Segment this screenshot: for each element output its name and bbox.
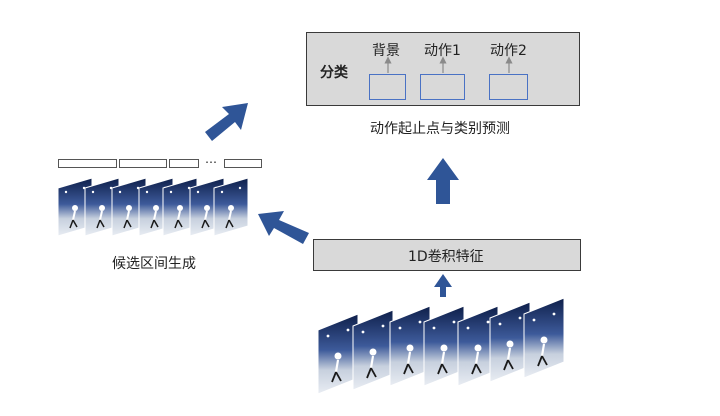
input-frame-stack [316, 296, 566, 396]
head-box-action2 [489, 74, 528, 100]
arrow-proposals-to-classification [205, 103, 248, 141]
conv-feature-label: 1D卷积特征 [408, 249, 484, 265]
prediction-caption: 动作起止点与类别预测 [370, 121, 510, 137]
conv-feature-box [313, 239, 581, 271]
proposal-segment-3 [169, 159, 199, 168]
classification-label: 分类 [320, 65, 348, 81]
arrow-conv-to-prediction [427, 158, 459, 204]
head-label-background: 背景 [372, 43, 400, 59]
proposal-segment-4 [224, 159, 262, 168]
proposal-caption: 候选区间生成 [112, 256, 196, 272]
head-label-action2: 动作2 [490, 43, 527, 59]
proposal-frame-stack [57, 177, 249, 237]
proposal-segment-1 [58, 159, 117, 168]
head-label-action1: 动作1 [424, 43, 461, 59]
arrow-conv-to-proposals [258, 211, 309, 244]
head-box-action1 [420, 74, 465, 100]
head-box-background [369, 74, 406, 100]
proposal-segment-2 [119, 159, 167, 168]
proposal-ellipsis: … [205, 152, 217, 166]
arrow-frames-to-conv [434, 274, 452, 297]
